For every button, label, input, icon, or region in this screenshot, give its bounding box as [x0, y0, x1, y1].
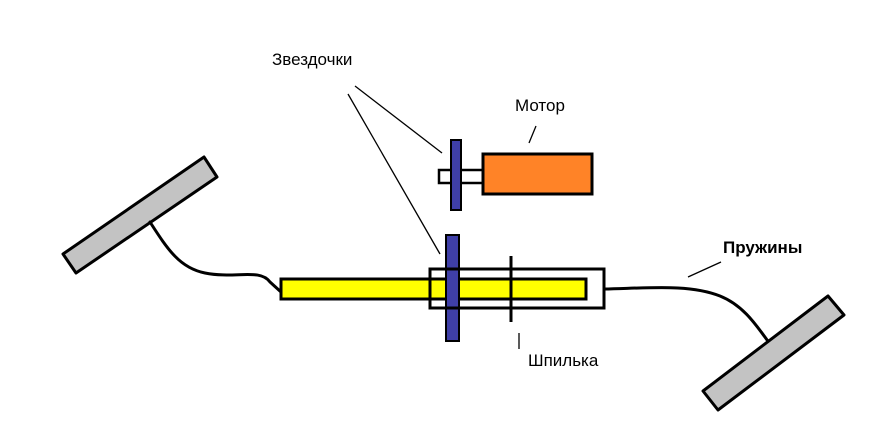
pin-label: Шпилька — [528, 351, 599, 370]
motor-label: Мотор — [515, 96, 565, 115]
sleeve-tube — [428, 267, 606, 310]
sprockets-leader-upper — [354, 85, 443, 154]
sprockets-leader-lower — [347, 93, 441, 255]
sprockets-label: Звездочки — [272, 50, 352, 69]
motor-leader — [528, 125, 537, 144]
upper-sprocket — [450, 139, 462, 211]
springs-label: Пружины — [723, 238, 802, 257]
springs-leader — [687, 261, 722, 278]
left-spring — [148, 220, 283, 294]
yellow-rod — [279, 277, 588, 301]
right-pedal — [701, 294, 846, 412]
right-spring — [602, 286, 772, 346]
lower-sprocket — [445, 234, 460, 342]
motor-body — [481, 152, 594, 196]
left-pedal — [61, 155, 219, 275]
